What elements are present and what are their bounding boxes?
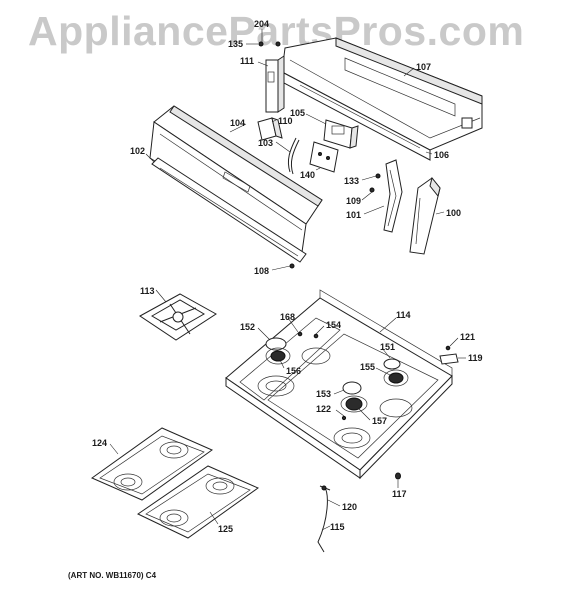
leader-lines — [109, 29, 466, 531]
burner-front-left — [257, 375, 295, 397]
burner-rear-left — [265, 337, 291, 365]
label-122: 122 — [316, 404, 331, 414]
part-204-135-screws — [258, 41, 281, 47]
label-133: 133 — [344, 176, 359, 186]
part-110-switch — [257, 117, 283, 141]
part-labels: 204 135 111 107 105 110 104 103 102 106 … — [92, 19, 483, 534]
label-101: 101 — [346, 210, 361, 220]
label-104: 104 — [230, 118, 245, 128]
part-105-module — [323, 119, 359, 149]
label-105: 105 — [290, 108, 305, 118]
part-124-drip-pan — [90, 427, 214, 501]
part-101-bracket — [369, 159, 403, 233]
burner-center — [342, 381, 362, 395]
burner-rear-mid — [301, 347, 331, 365]
watermark: AppliancePartsPros.com — [28, 8, 525, 54]
label-135: 135 — [228, 39, 243, 49]
label-152: 152 — [240, 322, 255, 332]
label-113: 113 — [140, 286, 155, 296]
label-103: 103 — [258, 138, 273, 148]
label-154: 154 — [326, 320, 341, 330]
label-124: 124 — [92, 438, 107, 448]
part-102-trim — [151, 157, 307, 263]
burner-rear-right — [383, 358, 409, 387]
part-107-backsplash — [281, 37, 483, 151]
label-120: 120 — [342, 502, 357, 512]
label-108: 108 — [254, 266, 269, 276]
part-115-120-tube — [317, 485, 331, 553]
label-117: 117 — [392, 489, 407, 499]
part-140-terminal-block — [309, 141, 339, 173]
part-114-cooktop — [225, 289, 453, 480]
part-108-screw — [289, 263, 295, 269]
label-100: 100 — [446, 208, 461, 218]
burner-front-right — [333, 395, 413, 449]
part-168-154-screws — [297, 331, 319, 339]
part-121-119-hinge — [439, 345, 459, 365]
label-119: 119 — [468, 353, 483, 363]
label-107: 107 — [416, 62, 431, 72]
part-111-end-bracket — [265, 55, 285, 113]
label-156: 156 — [286, 366, 301, 376]
part-122-screw — [341, 415, 347, 421]
part-104-control-panel — [149, 105, 323, 253]
label-157: 157 — [372, 416, 387, 426]
part-103-lead — [287, 137, 300, 175]
label-115: 115 — [330, 522, 345, 532]
part-113-grate — [139, 293, 217, 341]
part-125-drip-pan — [137, 465, 260, 539]
art-number: (ART NO. WB11670) C4 — [68, 571, 157, 580]
label-110: 110 — [278, 116, 293, 126]
label-102: 102 — [130, 146, 145, 156]
part-117-grommet — [395, 472, 401, 480]
label-204: 204 — [254, 19, 269, 29]
label-151: 151 — [380, 342, 395, 352]
part-100-end-cap — [409, 176, 441, 255]
label-155: 155 — [360, 362, 375, 372]
label-106: 106 — [434, 150, 449, 160]
label-109: 109 — [346, 196, 361, 206]
label-111: 111 — [240, 56, 254, 66]
label-125: 125 — [218, 524, 233, 534]
label-121: 121 — [460, 332, 475, 342]
label-153: 153 — [316, 389, 331, 399]
label-140: 140 — [300, 170, 315, 180]
label-114: 114 — [396, 310, 411, 320]
label-168: 168 — [280, 312, 295, 322]
